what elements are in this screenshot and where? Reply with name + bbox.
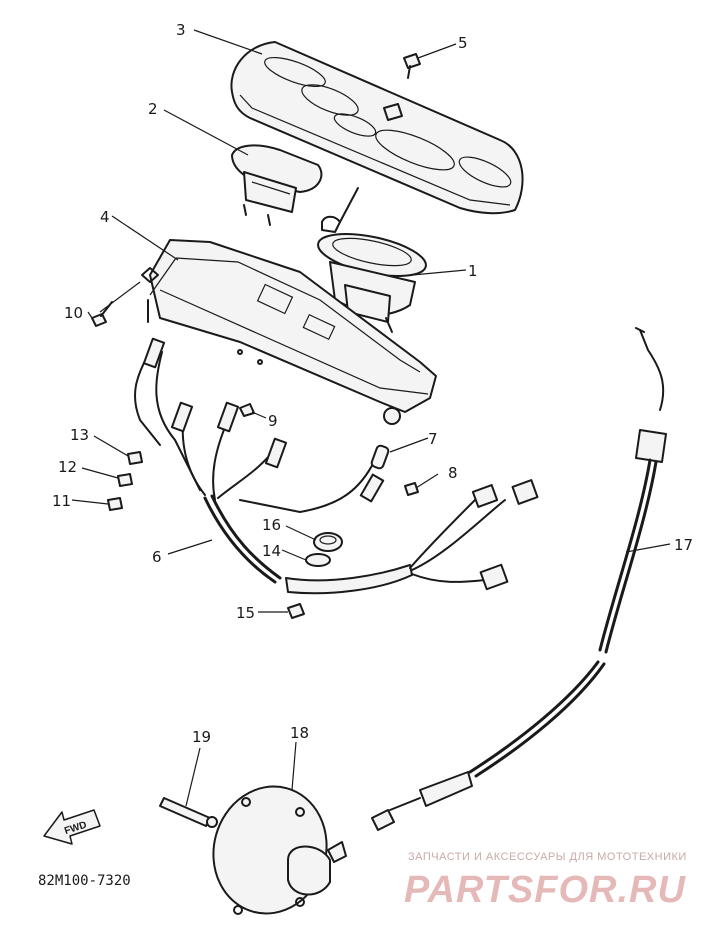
part-8-screw: [404, 482, 419, 496]
part-11-clip: [107, 497, 123, 511]
part-6-wire-harness: [134, 337, 539, 595]
callout-15: 15: [236, 604, 255, 622]
diagram-code: 82M100-7320: [38, 873, 131, 889]
part-16-grommet: [313, 532, 343, 552]
part-3-meter-cover: [230, 41, 524, 215]
callout-7: 7: [428, 430, 438, 448]
callout-2: 2: [148, 100, 158, 118]
callout-10: 10: [64, 304, 83, 322]
callout-18: 18: [290, 724, 309, 742]
callout-13: 13: [70, 426, 89, 444]
callout-6: 6: [152, 548, 162, 566]
part-5-screw: [403, 53, 421, 79]
part-13-clip: [127, 451, 143, 465]
watermark-brand: PARTSFOR.RU: [404, 869, 686, 911]
watermark: ЗАПЧАСТИ И АКСЕССУАРЫ ДЛЯ МОТОТЕХНИКИ PA…: [404, 851, 687, 911]
callout-labels: 1 2 3 4 5 6 7 8 9 10 11 12 13 14 15 16 1…: [52, 21, 693, 746]
part-2-gauge: [231, 144, 323, 226]
part-14-grommet: [305, 553, 331, 567]
part-7-bulb: [370, 444, 390, 470]
part-15-clamp: [287, 603, 305, 619]
forward-arrow-icon: FWD: [43, 809, 101, 845]
callout-5: 5: [458, 34, 468, 52]
part-17-speedometer-cable: [371, 327, 667, 831]
callout-19: 19: [192, 728, 211, 746]
callout-16: 16: [262, 516, 281, 534]
leader-lines: [71, 29, 671, 807]
part-1-speedometer: [317, 187, 427, 333]
callout-4: 4: [100, 208, 110, 226]
callout-9: 9: [268, 412, 278, 430]
watermark-tagline: ЗАПЧАСТИ И АКСЕССУАРЫ ДЛЯ МОТОТЕХНИКИ: [408, 851, 687, 863]
callout-1: 1: [468, 262, 478, 280]
callout-3: 3: [176, 21, 186, 39]
callout-12: 12: [58, 458, 77, 476]
part-19-pin: [159, 797, 218, 828]
part-12-clip: [117, 473, 133, 487]
callout-11: 11: [52, 492, 71, 510]
part-9-screw: [239, 403, 255, 417]
part-18-drive-unit: [212, 785, 347, 915]
callout-17: 17: [674, 536, 693, 554]
callout-14: 14: [262, 542, 281, 560]
callout-8: 8: [448, 464, 458, 482]
part-4-meter-case: [141, 239, 437, 425]
